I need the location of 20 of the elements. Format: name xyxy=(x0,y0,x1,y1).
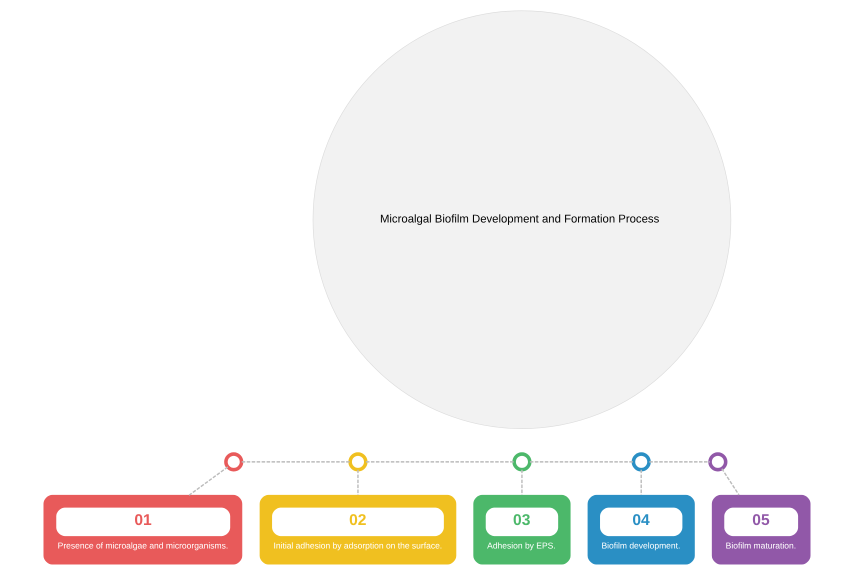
connector xyxy=(188,466,228,496)
connector xyxy=(649,461,710,463)
connector xyxy=(521,470,523,496)
connector xyxy=(721,468,740,496)
node-box: 05 Biofilm maturation. xyxy=(712,494,811,564)
node-box: 02 Initial adhesion by adsorption on the surface. xyxy=(260,494,456,564)
connector xyxy=(530,461,634,463)
connector xyxy=(640,470,642,496)
connector xyxy=(242,461,350,463)
connector xyxy=(357,470,359,496)
node-circle xyxy=(348,452,368,472)
node-box: 03 Adhesion by EPS. xyxy=(473,494,571,564)
node-circle xyxy=(512,452,532,472)
node-circle xyxy=(708,452,728,472)
node-circle xyxy=(632,452,651,472)
connector xyxy=(366,461,514,463)
node-box: 01 Presence of microalgae and microorganisms. xyxy=(43,494,242,564)
node-box: 04 Biofilm development. xyxy=(588,494,695,564)
node-circle: Microalgal Biofilm Development and Formation Process xyxy=(312,10,732,429)
node-circle xyxy=(224,452,244,472)
